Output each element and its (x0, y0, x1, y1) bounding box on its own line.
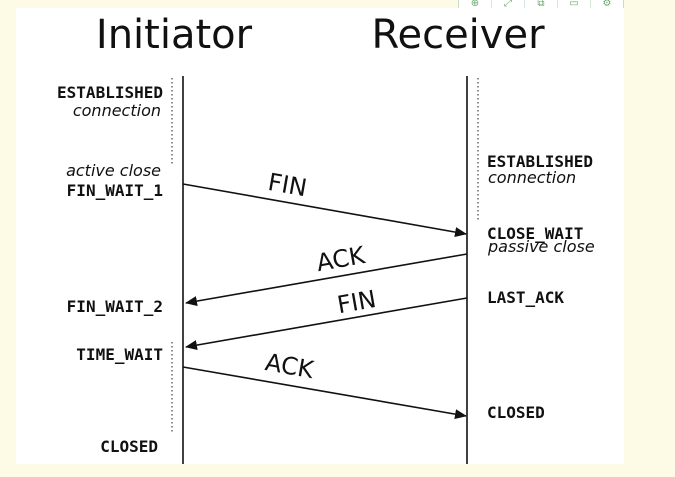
fullscreen-icon[interactable]: ⤢ (492, 0, 525, 10)
close-wait-label: CLOSE_WAIT (487, 224, 583, 243)
fin-arrow-2 (185, 297, 468, 351)
last-ack-label: LAST_ACK (487, 288, 564, 307)
initiator-established-label: ESTABLISHED (57, 83, 163, 102)
ack-arrow-2 (182, 366, 467, 420)
save-icon[interactable]: ▭ (558, 0, 591, 10)
fin-wait-1-label: FIN_WAIT_1 (67, 181, 163, 200)
receiver-closed-label: CLOSED (487, 403, 545, 422)
copy-icon[interactable]: ⧉ (525, 0, 558, 10)
initiator-closed-label: CLOSED (100, 437, 158, 456)
tcp-close-diagram: Initiator Receiver ESTABLISHED connectio… (57, 12, 595, 464)
passive-close-label: passive close (487, 237, 595, 256)
time-wait-label: TIME_WAIT (76, 345, 163, 364)
fin-wait-2-label: FIN_WAIT_2 (67, 297, 163, 316)
ack-label-1: ACK (314, 241, 368, 277)
receiver-connection-label: connection (488, 168, 576, 187)
zoom-icon[interactable]: ⊕ (459, 0, 492, 10)
settings-icon[interactable]: ⚙ (602, 0, 612, 9)
ack-arrow-1 (185, 253, 468, 307)
fin-arrow-1 (182, 183, 467, 238)
fin-label-2: FIN (335, 285, 378, 319)
diagram-canvas: Initiator Receiver ESTABLISHED connectio… (16, 8, 624, 464)
fin-label-1: FIN (266, 168, 309, 202)
receiver-established-label: ESTABLISHED (487, 152, 593, 171)
active-close-label: active close (66, 161, 161, 180)
receiver-title: Receiver (371, 12, 545, 58)
initiator-connection-label: connection (73, 101, 161, 120)
initiator-title: Initiator (96, 12, 253, 58)
ack-label-2: ACK (263, 348, 317, 384)
